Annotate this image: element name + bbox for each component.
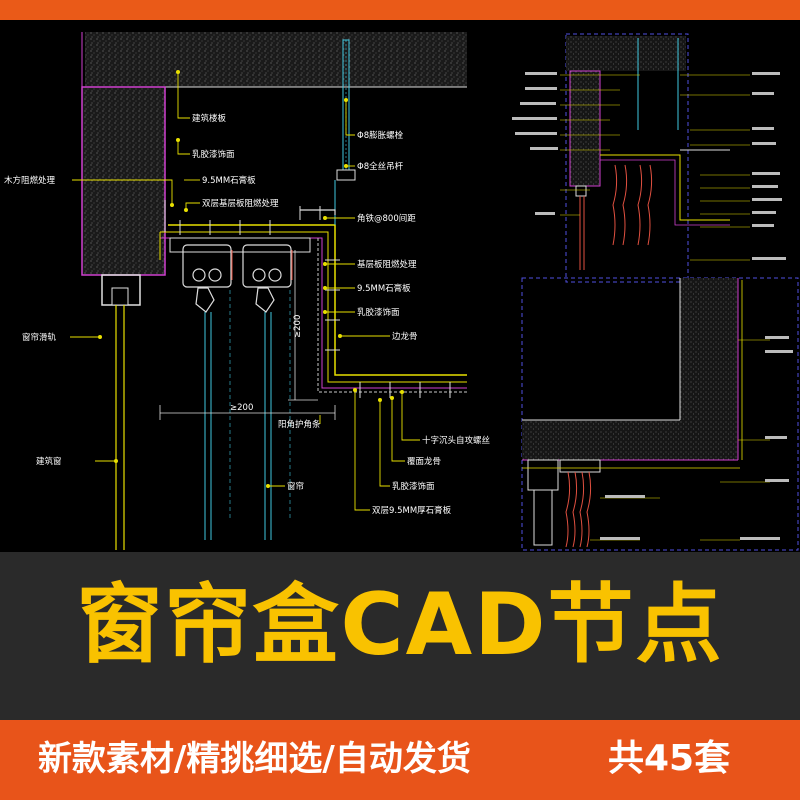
slab-hatch — [85, 32, 467, 87]
label-gypsum: 9.5MM石膏板 — [357, 283, 411, 294]
cad-drawing-svg: 建筑楼板 乳胶漆饰面 木方阻燃处理 9.5MM石膏板 双层基层板阻燃处理 Φ8膨… — [4, 32, 799, 551]
banner-slogan: 新款素材/精挑细选/自动发货 — [38, 739, 471, 779]
label-double-layer-fireproof: 双层基层板阻燃处理 — [202, 198, 279, 209]
label-building-slab: 建筑楼板 — [192, 113, 227, 124]
label-wood-fireproof: 木方阻燃处理 — [4, 175, 56, 186]
top-accent-strip — [0, 0, 800, 20]
label-cross-screw: 十字沉头自攻螺丝 — [422, 435, 491, 446]
label-angle-iron: 角铁@800间距 — [357, 213, 416, 224]
label-corner-bead: 阳角护角条 — [278, 419, 321, 430]
cad-drawing-area: 建筑楼板 乳胶漆饰面 木方阻燃处理 9.5MM石膏板 双层基层板阻燃处理 Φ8膨… — [0, 20, 800, 552]
banner-count: 共45套 — [608, 738, 731, 779]
label-curtain-track: 窗帘滑轨 — [22, 332, 57, 343]
label-latex-paint-2: 乳胶漆饰面 — [357, 307, 400, 318]
bottom-strip — [0, 720, 800, 800]
label-dim-200-h: ≥200 — [230, 403, 253, 413]
label-double-gypsum: 双层9.5MM厚石膏板 — [372, 505, 452, 516]
label-latex-paint-1: 乳胶漆饰面 — [192, 149, 235, 160]
label-base-board-fireproof: 基层板阻燃处理 — [357, 259, 417, 270]
label-expansion-bolt: Φ8膨胀螺栓 — [357, 130, 404, 141]
thumbnail-detail-bottom — [521, 277, 799, 551]
banner-title: 窗帘盒CAD节点 — [76, 575, 724, 675]
label-latex-paint-3: 乳胶漆饰面 — [392, 481, 435, 492]
wall-hatch — [81, 86, 166, 276]
label-hanger-rod: Φ8全丝吊杆 — [357, 161, 404, 172]
main-detail: 建筑楼板 乳胶漆饰面 木方阻燃处理 9.5MM石膏板 双层基层板阻燃处理 Φ8膨… — [4, 32, 491, 550]
thumbnail-detail-top — [512, 33, 786, 283]
label-building-window: 建筑窗 — [36, 456, 62, 467]
label-dim-200-v: ≥200 — [293, 315, 303, 338]
label-gypsum-top: 9.5MM石膏板 — [202, 175, 256, 186]
label-curtain: 窗帘 — [287, 481, 304, 492]
label-cover-keel: 覆面龙骨 — [407, 456, 441, 467]
label-edge-keel: 边龙骨 — [392, 331, 418, 342]
